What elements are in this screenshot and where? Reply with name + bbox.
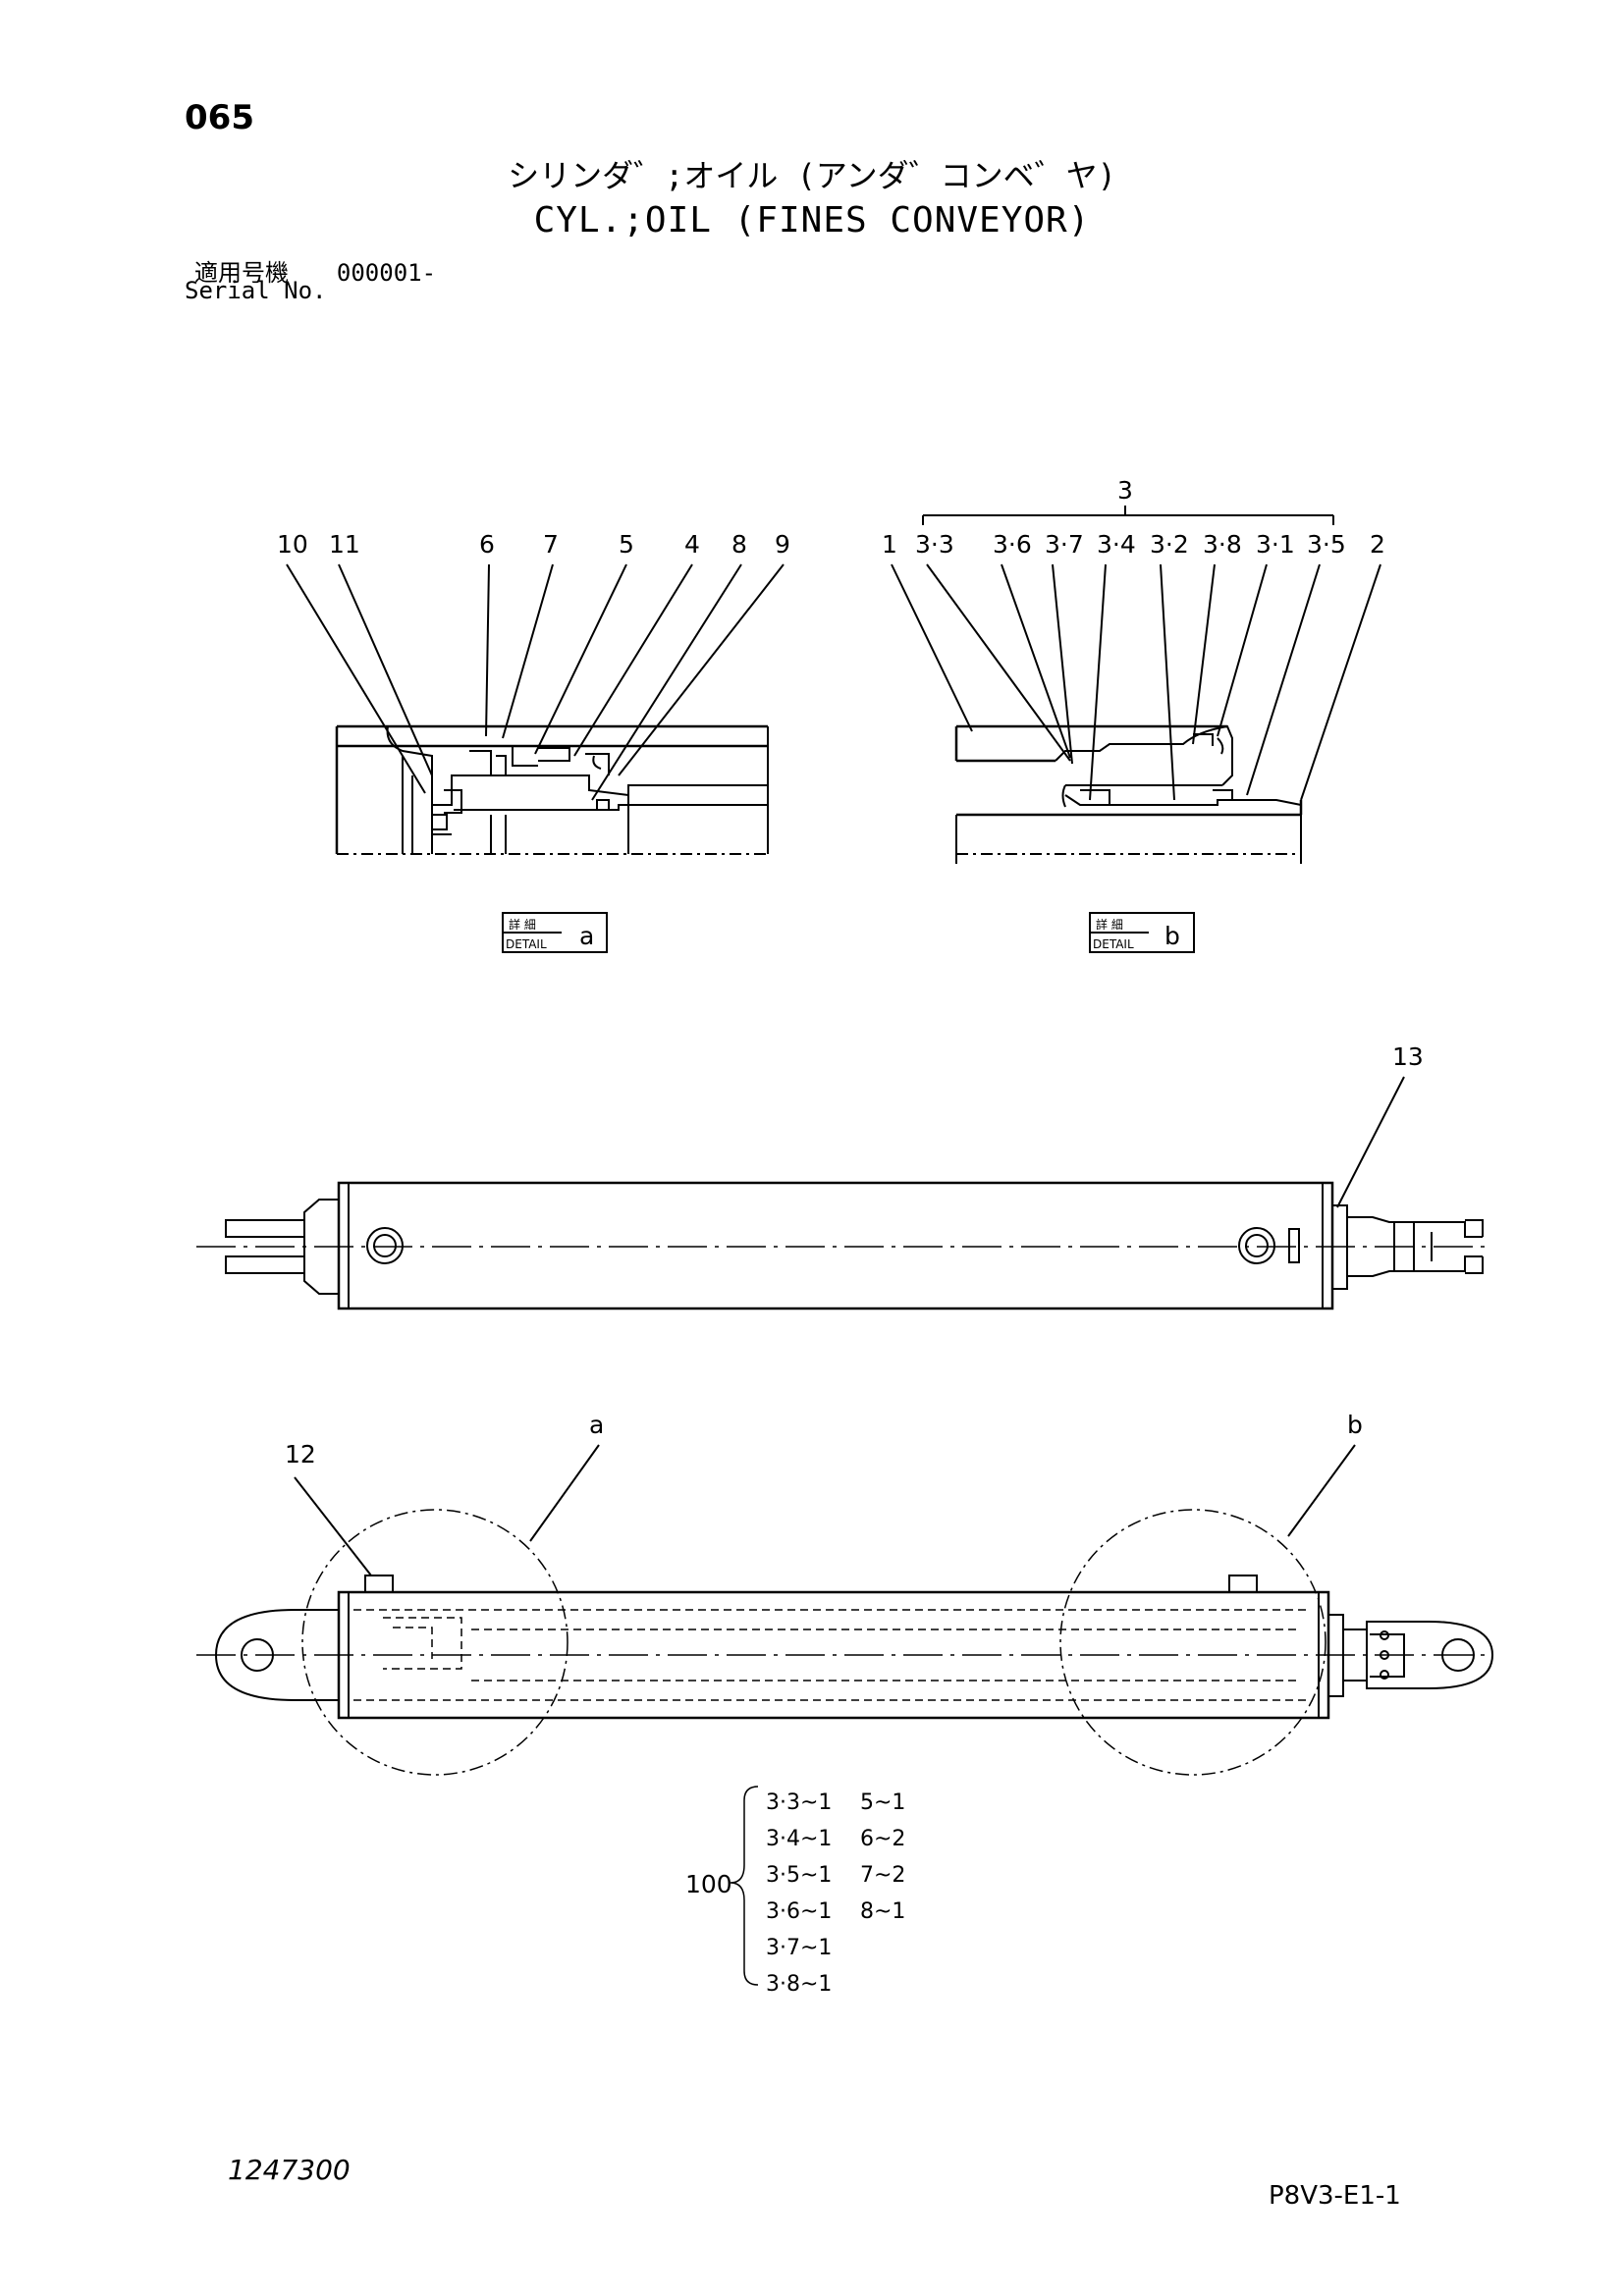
seal-kit-item: 3·4~1 [766,1827,832,1851]
detail-b-drawing: 3 1 3·3 3·6 3·7 3·4 3·2 3·8 3·1 3·5 2 [882,476,1385,864]
detail-badge-bottom: DETAIL [1093,937,1134,951]
seal-kit-item: 3·6~1 [766,1899,832,1924]
callout-3-5: 3·5 [1307,530,1346,559]
callout-4: 4 [684,530,700,559]
callout-3-4: 3·4 [1097,530,1136,559]
seal-kit-item: 3·7~1 [766,1936,832,1960]
title-japanese: シリンダ゛;オイル (アンダ゛コンベ゛ヤ) [508,157,1116,194]
callout-6: 6 [479,530,495,559]
seal-kit-item: 5~1 [860,1790,905,1815]
callout-13: 13 [1392,1042,1424,1071]
callout-3-3: 3·3 [915,530,954,559]
page-title: CYL.;OIL (FINES CONVEYOR) [533,200,1091,240]
callout-12: 12 [285,1440,316,1468]
callout-5: 5 [619,530,634,559]
leader-line [294,1444,1356,1576]
detail-badge-top: 詳 細 [1096,917,1123,932]
leader-line [891,563,1381,801]
cylinder-top-view: 13 [196,1042,1492,1310]
serial-value: 000001- [336,259,437,287]
callout-7: 7 [543,530,559,559]
seal-kit-item: 7~2 [860,1863,905,1888]
callout-10: 10 [277,530,308,559]
detail-badge-bottom: DETAIL [506,937,547,951]
seal-kit-item: 3·5~1 [766,1863,832,1888]
seal-kit-item: 3·8~1 [766,1972,832,1997]
callout-1: 1 [882,530,897,559]
callout-3-2: 3·2 [1150,530,1189,559]
seal-kit-list: 100 3·3~1 3·4~1 3·5~1 3·6~1 3·7~1 3·8~1 … [685,1786,905,1997]
callout-3-7: 3·7 [1045,530,1084,559]
callout-9: 9 [775,530,790,559]
seal-kit-item: 6~2 [860,1827,905,1851]
sheet-reference: P8V3-E1-1 [1269,2181,1401,2211]
detail-badge-b: 詳 細 DETAIL b [1089,912,1195,953]
callout-b: b [1347,1411,1363,1439]
drawing-number: 1247300 [228,2154,351,2186]
seal-kit-item: 3·3~1 [766,1790,832,1815]
serial-label-japanese: 適用号機 [194,259,289,287]
detail-badge-a: 詳 細 DETAIL a [502,912,608,953]
detail-a-drawing: 10 11 6 7 5 4 8 9 [277,530,790,855]
detail-letter-a: a [579,922,594,950]
detail-badge-top: 詳 細 [509,917,536,932]
seal-kit-label: 100 [685,1870,732,1898]
serial-label-english: Serial No. [185,277,327,304]
callout-3-1: 3·1 [1256,530,1295,559]
callout-3-6: 3·6 [993,530,1032,559]
callout-8: 8 [731,530,747,559]
detail-letter-b: b [1164,922,1180,950]
callout-2: 2 [1370,530,1385,559]
callout-11: 11 [329,530,360,559]
seal-kit-item: 8~1 [860,1899,905,1924]
cylinder-side-view: 12 a b [196,1411,1494,1776]
leader-line [286,563,785,801]
callout-group-3: 3 [1117,476,1133,505]
leader-line [1336,1076,1405,1208]
page-number: 065 [185,98,254,137]
serial-row: 適用号機 000001- [194,253,436,288]
callout-3-8: 3·8 [1203,530,1242,559]
callout-a: a [589,1411,604,1439]
